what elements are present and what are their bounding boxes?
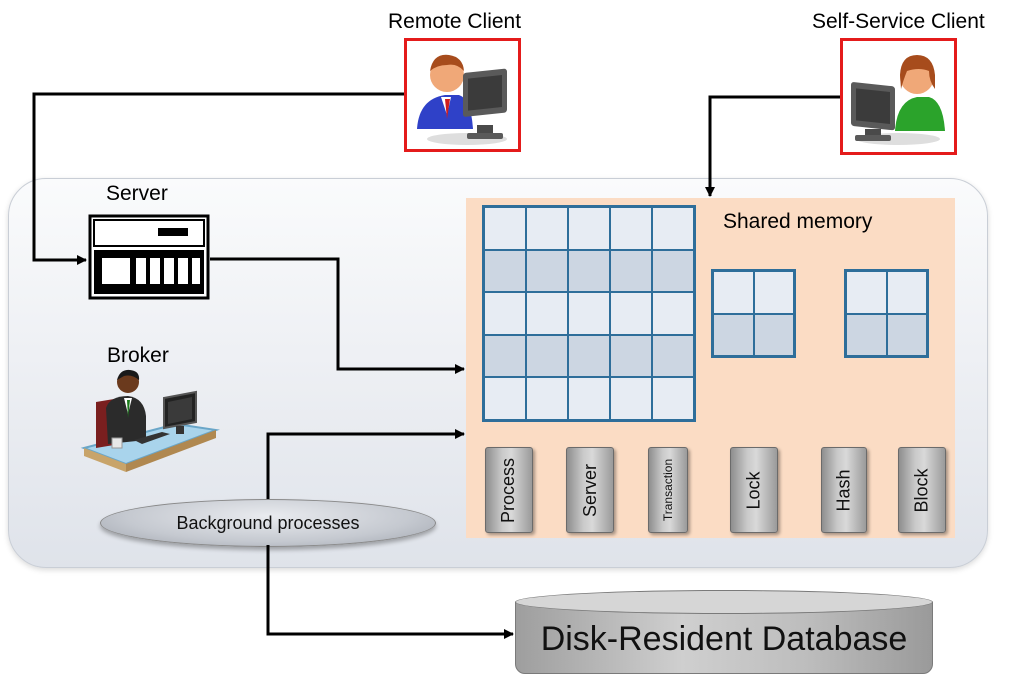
database-label: Disk-Resident Database <box>540 620 908 658</box>
server-to-shared-memory-arrow <box>210 257 465 374</box>
self-service-client-label: Self-Service Client <box>812 10 985 33</box>
remote-client-label: Remote Client <box>388 10 522 33</box>
transaction-block: Transaction <box>648 447 688 533</box>
server-rack-icon <box>88 214 210 300</box>
background-to-shared-memory-arrow <box>266 429 465 499</box>
person-at-computer-icon <box>417 54 507 145</box>
shared-memory-small-grid-1 <box>711 269 796 358</box>
shared-memory-large-grid <box>482 205 696 422</box>
background-processes-node: Background processes <box>100 499 436 547</box>
self-service-to-shared-memory-arrow <box>705 95 840 197</box>
person-at-computer-icon <box>851 55 945 145</box>
server-block: Server <box>566 447 614 533</box>
process-block: Process <box>485 447 533 533</box>
hash-block: Hash <box>821 447 867 533</box>
broker-label: Broker <box>107 344 169 367</box>
lock-block: Lock <box>730 447 778 533</box>
self-service-client-frame <box>840 38 957 155</box>
background-processes-label: Background processes <box>176 512 360 533</box>
shared-memory-small-grid-2 <box>844 269 929 358</box>
remote-client-frame <box>404 38 521 152</box>
database-cylinder-icon <box>515 590 933 614</box>
block-block: Block <box>898 447 946 533</box>
background-to-database-arrow <box>266 545 514 639</box>
businessman-at-desk-icon <box>80 369 220 472</box>
shared-memory-label: Shared memory <box>723 210 873 233</box>
remote-to-server-arrow <box>32 92 404 265</box>
disk-resident-database: Disk-Resident Database <box>515 590 933 678</box>
server-label: Server <box>106 182 168 205</box>
